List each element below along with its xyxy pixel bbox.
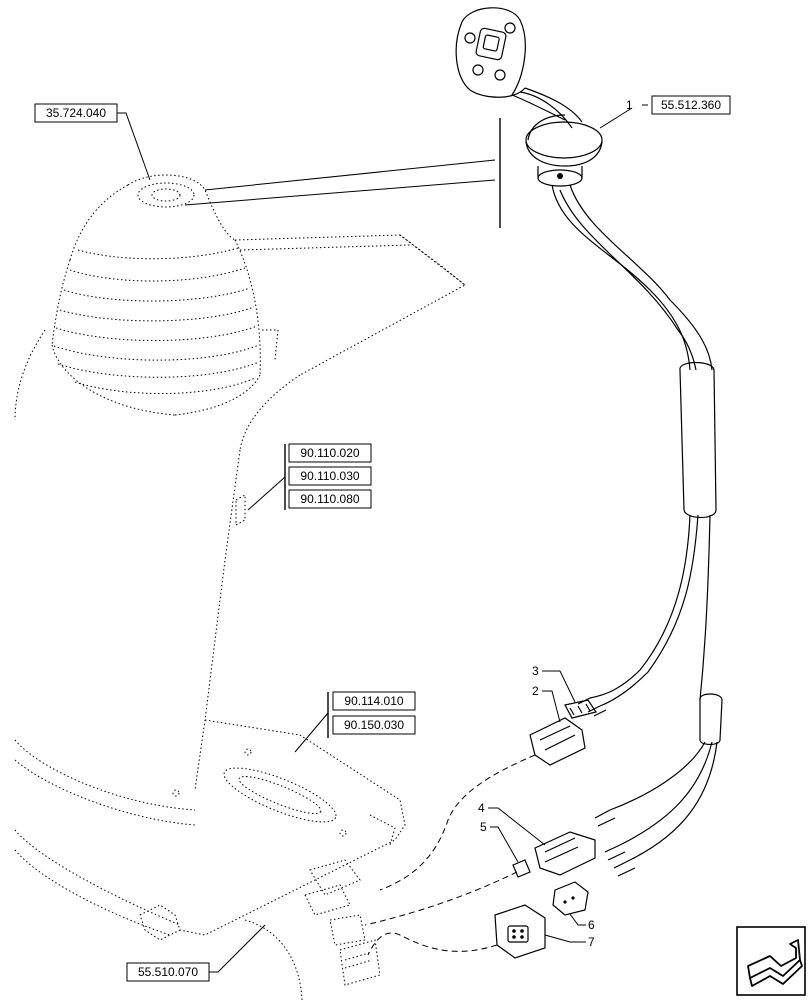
ref-plate-1-text: 90.114.010 bbox=[344, 694, 403, 708]
callout-2-text: 2 bbox=[532, 684, 539, 698]
ref-joystick-text: 55.512.360 bbox=[661, 98, 721, 112]
ref-box-frame-group[interactable]: 90.110.020 90.110.030 90.110.080 bbox=[284, 443, 372, 510]
console-phantom-outline bbox=[14, 174, 466, 1000]
callout-4-text: 4 bbox=[478, 801, 485, 815]
callout-7-text: 7 bbox=[588, 935, 595, 949]
connector-item-2 bbox=[529, 717, 586, 766]
ref-box-joystick[interactable]: 55.512.360 bbox=[651, 95, 731, 115]
boot-mount-leader bbox=[184, 118, 501, 228]
next-view-arrow-icon[interactable] bbox=[736, 926, 806, 996]
ref-boot-text: 35.724.040 bbox=[46, 106, 106, 120]
connector-item-6 bbox=[552, 881, 589, 916]
ref-plate-2-text: 90.150.030 bbox=[344, 718, 404, 732]
callout-item-7: 7 bbox=[544, 934, 595, 949]
cable-harness bbox=[551, 184, 723, 877]
callout-1-text: 1 bbox=[626, 98, 633, 112]
ref-box-plate-group[interactable]: 90.114.010 90.150.030 bbox=[327, 691, 416, 738]
ref-frame-3-text: 90.110.080 bbox=[300, 492, 359, 506]
routing-dashed-lines bbox=[364, 754, 536, 956]
clip-item-5 bbox=[512, 859, 531, 878]
ref-harness-text: 55.510.070 bbox=[138, 965, 198, 979]
callout-item-6: 6 bbox=[569, 913, 595, 932]
connector-item-4 bbox=[534, 831, 596, 876]
callout-item-5: 5 bbox=[480, 820, 519, 863]
ref-box-boot[interactable]: 35.724.040 bbox=[34, 103, 118, 123]
terminal-block-item-3 bbox=[564, 699, 597, 719]
callout-item-1: 1 bbox=[626, 98, 633, 112]
callout-item-2: 2 bbox=[532, 684, 561, 723]
connector-item-7 bbox=[494, 904, 546, 959]
ref-frame-2-text: 90.110.030 bbox=[300, 469, 359, 483]
joystick-handle bbox=[455, 7, 603, 187]
callout-item-4: 4 bbox=[478, 801, 546, 846]
callout-3-text: 3 bbox=[532, 664, 539, 678]
callout-6-text: 6 bbox=[588, 918, 595, 932]
callout-item-3: 3 bbox=[532, 664, 576, 703]
ref-frame-1-text: 90.110.020 bbox=[300, 446, 359, 460]
callout-5-text: 5 bbox=[480, 820, 487, 834]
ref-box-harness[interactable]: 55.510.070 bbox=[126, 962, 210, 982]
